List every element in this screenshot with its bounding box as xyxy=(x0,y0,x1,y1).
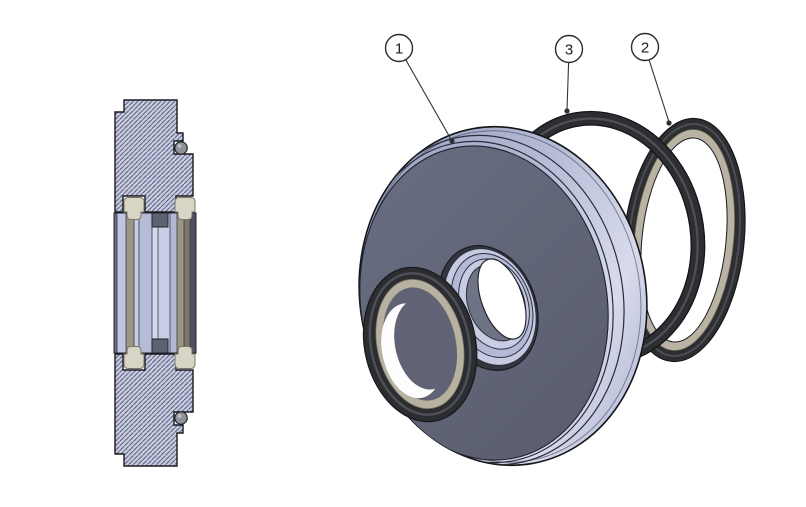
section-bore-bands xyxy=(113,212,197,354)
section-oring-sections xyxy=(174,141,188,425)
gland-body-item1 xyxy=(353,125,648,467)
section-gland-lower xyxy=(114,353,194,467)
seal-ring-item2 xyxy=(622,117,746,363)
balloon-1: 1 xyxy=(384,33,414,63)
balloon-3: 3 xyxy=(554,34,584,64)
balloon-callouts: 1 3 2 xyxy=(384,32,672,144)
balloon-2-label: 2 xyxy=(641,39,649,56)
balloon-2: 2 xyxy=(630,32,660,62)
front-seated-seal xyxy=(362,266,478,423)
balloon-3-label: 3 xyxy=(565,41,573,58)
isometric-view xyxy=(353,110,746,467)
leader-lines xyxy=(405,59,670,142)
bore-lip-bottom xyxy=(151,338,169,354)
leader-dots xyxy=(449,108,672,144)
section-gland-upper xyxy=(114,99,194,213)
balloon-1-label: 1 xyxy=(395,40,403,57)
bore-lip-top xyxy=(151,212,169,228)
section-lip-seals xyxy=(123,197,196,369)
section-view xyxy=(113,99,197,467)
